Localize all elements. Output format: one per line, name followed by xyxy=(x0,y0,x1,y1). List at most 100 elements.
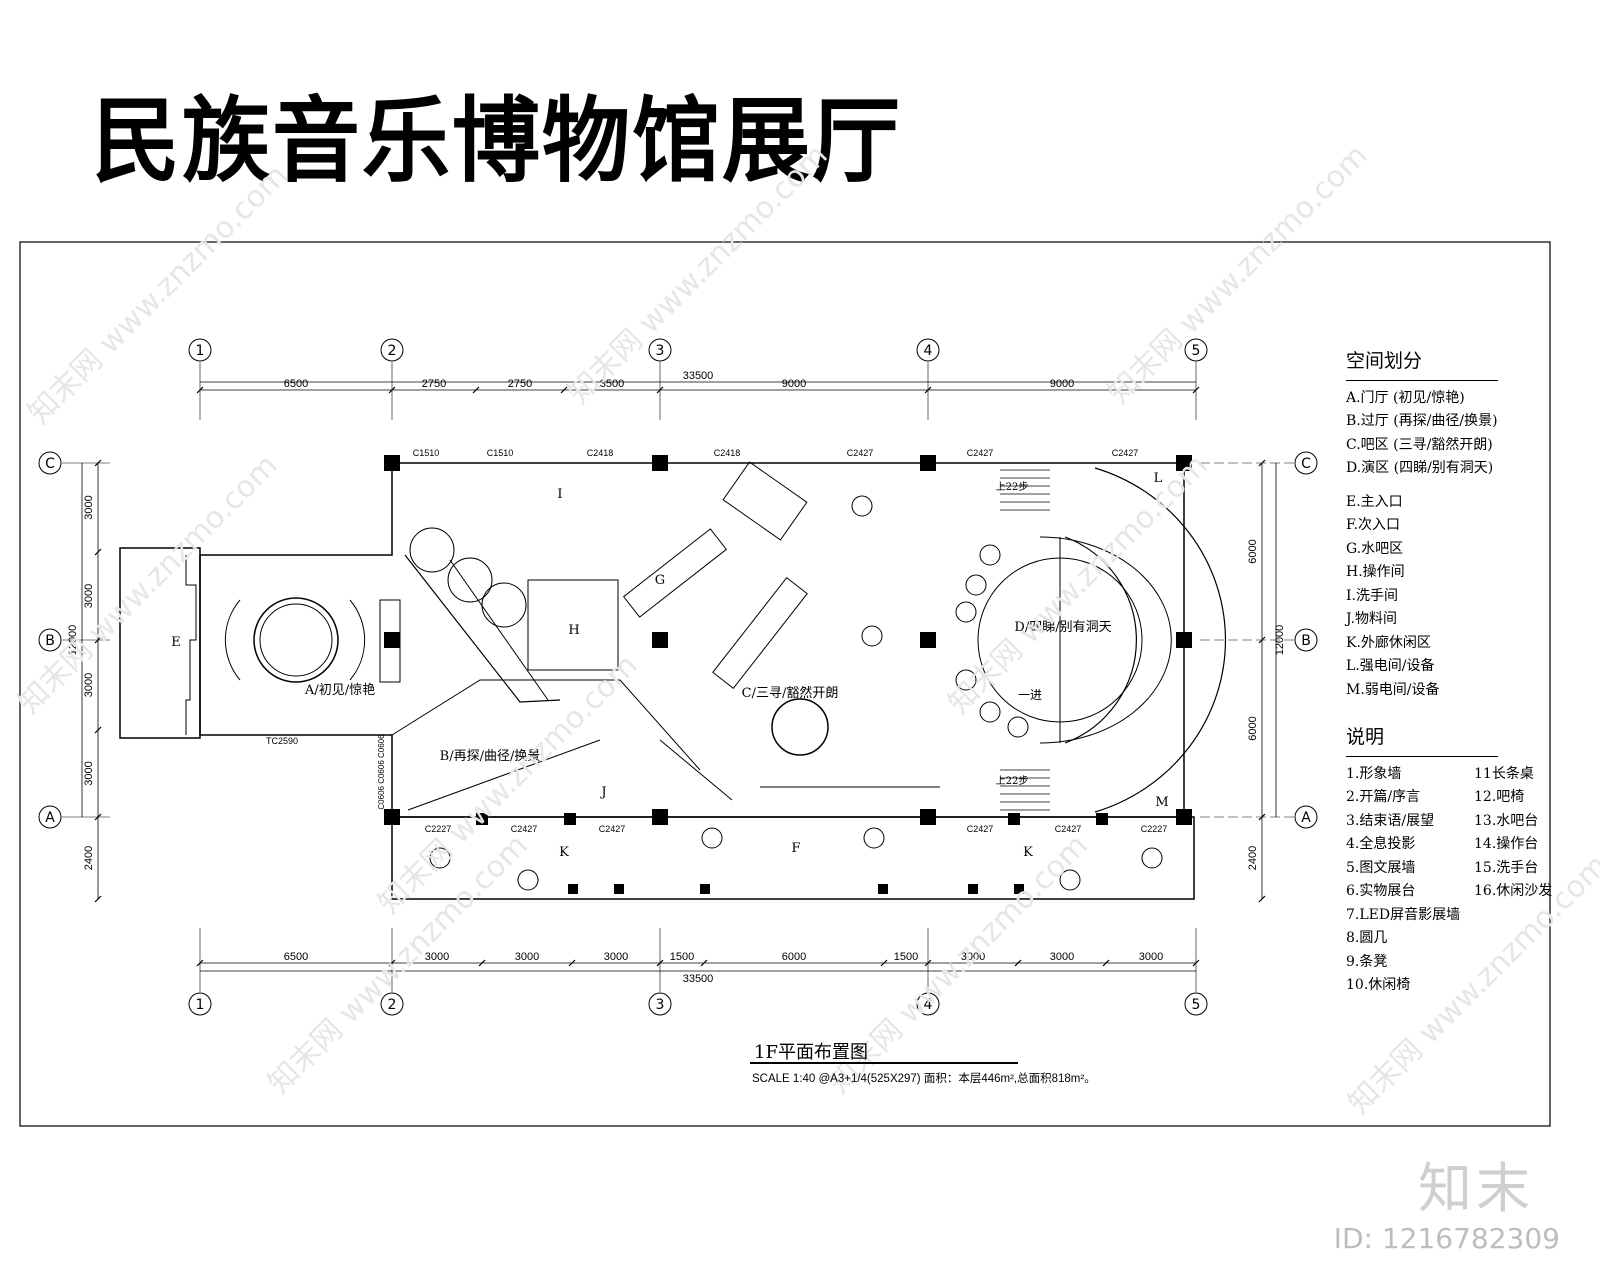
zone-label-stage_step: 一进 xyxy=(1018,688,1042,702)
legend-space-item: E.主入口 xyxy=(1346,493,1403,510)
zone-label-stairs_top: 上22步 xyxy=(996,481,1029,493)
axis-bubble xyxy=(648,992,672,1016)
dimension-value: 3000 xyxy=(83,673,95,697)
legend-note-item: 6.实物展台 xyxy=(1346,883,1416,899)
walls xyxy=(119,461,1227,900)
dimension-value: 6500 xyxy=(284,951,308,963)
dimension-tick xyxy=(880,959,888,967)
window-code: C2227 xyxy=(1141,824,1168,834)
zone-label-g: G xyxy=(655,573,665,588)
dimension-value: 3000 xyxy=(604,951,628,963)
legend-space-item: H.操作间 xyxy=(1346,564,1405,580)
axis-bubble xyxy=(38,451,62,475)
axis-label: A xyxy=(45,810,55,826)
dimension-value: 2400 xyxy=(1247,846,1259,870)
axis-label: B xyxy=(1301,633,1311,649)
zone-label-f: F xyxy=(791,841,800,856)
legend-spaces-list: A.门厅 (初见/惊艳) B.过厅 (再探/曲径/换景) C.吧区 (三寻/豁然开朗… xyxy=(1346,387,1498,703)
dimension-value: 3500 xyxy=(600,378,624,390)
window-code: C2427 xyxy=(1112,448,1139,458)
axis-bubble xyxy=(1184,992,1208,1016)
axis-bubble xyxy=(188,338,212,362)
dimension-value: 2750 xyxy=(422,378,446,390)
window-code: C2418 xyxy=(714,448,741,458)
dimension-tick xyxy=(472,386,480,394)
axis-bubble xyxy=(1294,628,1318,652)
dimension-value: 9000 xyxy=(782,378,806,390)
legend-note-item: 10.休闲椅 xyxy=(1346,977,1411,993)
legend-space-item: L.强电间/设备 xyxy=(1346,658,1435,674)
dimension-value: 3000 xyxy=(515,951,539,963)
legend-note-item: 1.形象墙 xyxy=(1346,765,1402,782)
legend-note-item: 8.圆几 xyxy=(1346,930,1388,946)
dimension-tick xyxy=(924,959,932,967)
axis-label: 4 xyxy=(924,997,933,1013)
legend-note-item: 12.吧椅 xyxy=(1474,789,1525,805)
zone-label-k2: K xyxy=(1023,845,1033,860)
dimension-total: 33500 xyxy=(683,973,714,985)
axis-label: B xyxy=(45,633,55,649)
axis-bubble xyxy=(38,628,62,652)
legend-space-item: C.吧区 (三寻/豁然开朗) xyxy=(1346,436,1493,453)
axis-label: C xyxy=(1301,456,1311,472)
zone-label-d: D/四睇/别有洞天 xyxy=(1014,620,1111,635)
dimension-tick xyxy=(1258,813,1266,821)
legend-note-item: 9.条凳 xyxy=(1346,953,1388,970)
dimension-value: 6000 xyxy=(1247,539,1259,563)
legend-space-item: M.弱电间/设备 xyxy=(1346,681,1440,698)
drawing-title: 1F平面布置图 xyxy=(754,1042,868,1063)
zone-label-k1: K xyxy=(559,845,569,860)
dimension-tick xyxy=(1014,959,1022,967)
axis-bubble xyxy=(380,338,404,362)
window-code: C2427 xyxy=(847,448,874,458)
dimension-value: 6000 xyxy=(1247,716,1259,740)
axis-label: A xyxy=(1301,810,1311,826)
legend-space-item: A.门厅 (初见/惊艳) xyxy=(1346,389,1465,406)
legend-space-item: F.次入口 xyxy=(1346,517,1400,533)
dimension-total: 12000 xyxy=(1274,625,1286,656)
zone-label-j: J xyxy=(599,785,606,800)
dimension-value: 9000 xyxy=(1050,378,1074,390)
legend-space-item: B.过厅 (再探/曲径/换景) xyxy=(1346,413,1498,429)
legend-note-item xyxy=(1474,951,1584,975)
axis-bubble xyxy=(648,338,672,362)
legend-space-item: J.物料间 xyxy=(1346,611,1397,627)
axis-label: 5 xyxy=(1192,343,1201,359)
dimension-tick xyxy=(656,959,664,967)
axis-bubble xyxy=(916,338,940,362)
dimension-tick xyxy=(1258,459,1266,467)
window-code: C2427 xyxy=(967,448,994,458)
dimension-value: 3000 xyxy=(83,495,95,519)
legend-space-item: I.洗手间 xyxy=(1346,587,1398,604)
window-code: C2427 xyxy=(599,824,626,834)
zone-label-i: I xyxy=(557,487,562,502)
axis-label: C xyxy=(45,456,55,472)
corridor-wall xyxy=(391,816,1195,900)
axis-label: 3 xyxy=(656,997,665,1013)
structural-columns xyxy=(384,455,1192,894)
axis-bubble xyxy=(1294,805,1318,829)
legend-note-item: 7.LED屏音影展墙 xyxy=(1346,906,1461,923)
zone-label-c: C/三寻/豁然开朗 xyxy=(742,685,839,701)
dimension-value: 1500 xyxy=(670,951,694,963)
axis-label: 4 xyxy=(924,343,933,359)
zone-label-m: M xyxy=(1155,795,1168,810)
dimension-value: 3000 xyxy=(1050,951,1074,963)
axis-bubble xyxy=(916,992,940,1016)
dimension-value: 1500 xyxy=(894,951,918,963)
dimension-tick xyxy=(94,895,102,903)
zone-label-e: E xyxy=(171,635,181,650)
axis-bubble xyxy=(380,992,404,1016)
window-code: TC2590 xyxy=(266,736,298,746)
dimension-tick xyxy=(700,959,708,967)
axis-label: 1 xyxy=(196,343,205,359)
outer-wall xyxy=(199,462,1185,818)
window-code: C2227 xyxy=(425,824,452,834)
drawing-frame xyxy=(19,241,1551,1127)
window-code: C1510 xyxy=(413,448,440,458)
